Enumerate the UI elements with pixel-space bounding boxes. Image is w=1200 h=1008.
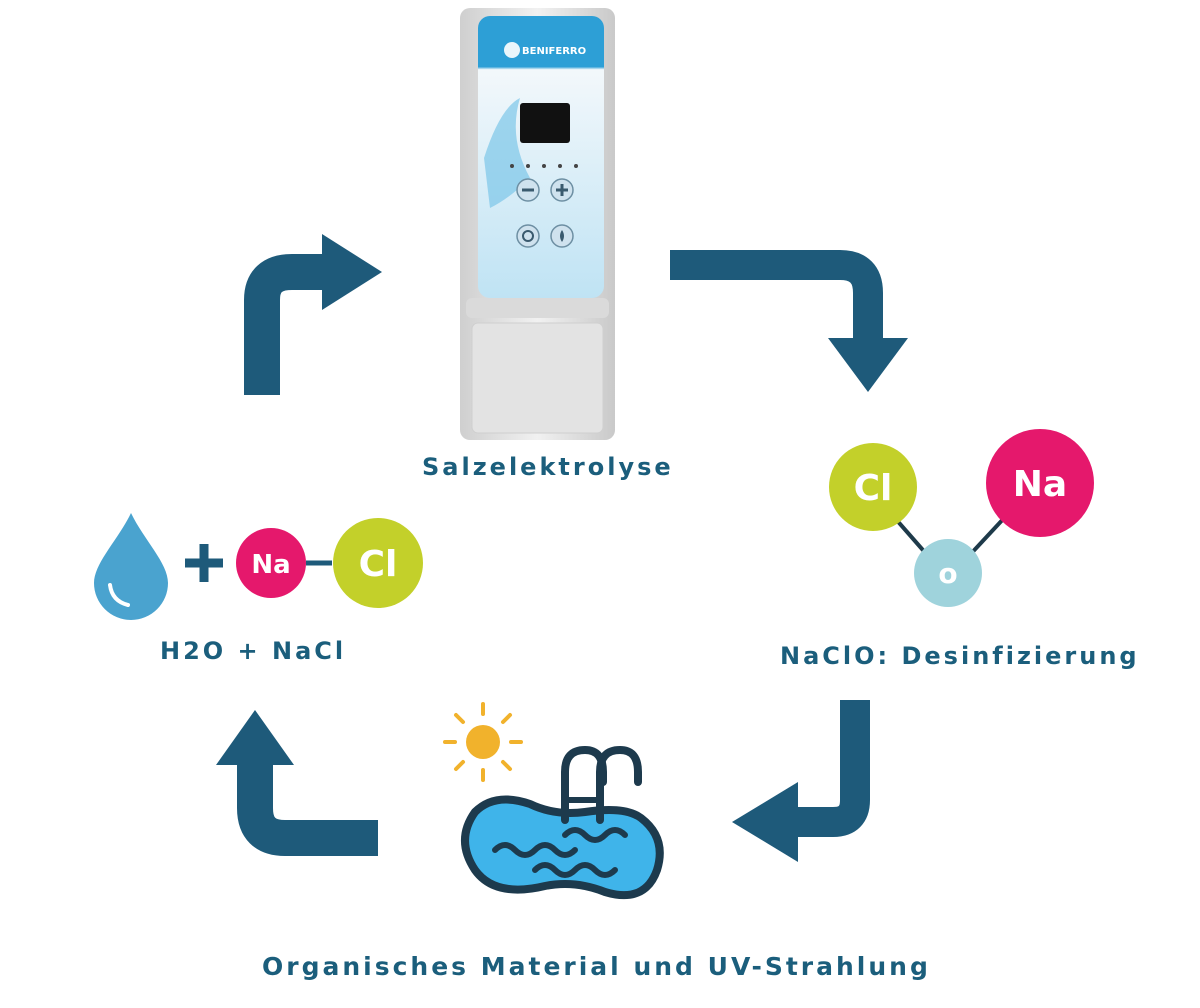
chlorine-atom <box>333 518 423 608</box>
label-output: NaClO: Desinfizierung <box>780 642 1140 670</box>
label-decay: Organisches Material und UV-Strahlung <box>262 952 931 981</box>
arrow-to-electrolysis <box>244 234 382 395</box>
oxygen-atom <box>914 539 982 607</box>
chlorine-atom <box>829 443 917 531</box>
arrow-to-input <box>216 710 378 856</box>
input-molecules: Na Cl <box>94 513 423 620</box>
device-display <box>520 103 570 143</box>
pool-scene <box>443 702 664 900</box>
sodium-atom <box>986 429 1094 537</box>
arrow-to-naclo <box>670 250 908 392</box>
water-drop-icon <box>94 513 168 620</box>
plus-sign <box>185 544 223 582</box>
label-electrolysis: Salzelektrolyse <box>422 453 674 481</box>
sun-icon <box>443 702 523 782</box>
arrow-to-pool <box>732 700 870 862</box>
naclo-molecule: Cl Na o <box>829 429 1094 607</box>
oxygen-symbol: o <box>938 557 957 590</box>
chlorine-symbol: Cl <box>854 468 893 509</box>
chlorine-symbol: Cl <box>359 544 398 585</box>
swimming-pool-icon <box>461 745 664 900</box>
label-input: H2O + NaCl <box>160 637 347 665</box>
salt-chlorinator-device-icon: BENIFERRO <box>460 8 615 440</box>
device-brand: BENIFERRO <box>522 46 586 57</box>
sodium-symbol: Na <box>251 550 290 580</box>
sodium-atom <box>236 528 306 598</box>
sodium-symbol: Na <box>1013 464 1067 505</box>
device-power-button <box>516 224 540 248</box>
